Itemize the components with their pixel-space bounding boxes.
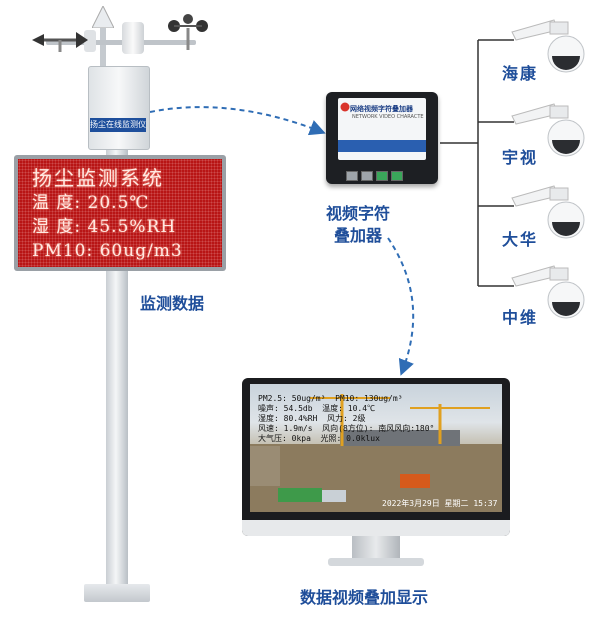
sensor-mast: [100, 20, 106, 75]
construction-site-scene: [250, 394, 502, 512]
arrow-station-to-device: [149, 106, 326, 136]
terminal-block: [376, 171, 388, 181]
device-model: NETWORK VIDEO CHARACTER ADDER: [352, 114, 424, 120]
led-line-humidity: 湿 度: 45.5%RH: [32, 217, 177, 237]
camera-label-jovision: 中维: [502, 308, 539, 327]
overlay-row: 湿度: 80.4%RH 风力: 2级: [258, 414, 366, 423]
led-display-board: 扬尘监测系统 温 度: 20.5℃ 湿 度: 45.5%RH PM10: 60u…: [14, 155, 226, 271]
terminal-block: [391, 171, 403, 181]
camera-dahua-icon: [511, 185, 585, 239]
overlay-row: 噪声: 54.5db 温度: 10.4℃: [258, 404, 376, 413]
camera-label-hikvision: 海康: [502, 64, 539, 83]
noise-sensor: [122, 22, 144, 54]
rain-sensor: [84, 30, 96, 52]
device-logo-icon: [340, 102, 350, 112]
monitor-enclosure: [88, 66, 150, 150]
camera-hikvision-icon: [511, 19, 585, 73]
overlay-row: 风速: 1.9m/s 风向(8方位): 南风风向:180°: [258, 424, 435, 433]
overlay-datetime: 2022年3月29日 星期二 15:37: [382, 499, 498, 508]
enclosure-label: 扬尘在线监测仪: [90, 118, 146, 132]
device-title: 网络视频字符叠加器: [350, 105, 413, 113]
sensor-crossbar: [46, 40, 196, 45]
camera-jovision-icon: [511, 265, 585, 319]
anemometer-icon: [168, 14, 208, 50]
overlay-row: 大气压: 0kpa 光照: 0.0klux: [258, 434, 380, 443]
station-caption: 监测数据: [140, 294, 205, 313]
network-port: [346, 171, 358, 181]
led-display-screen: 扬尘监测系统 温 度: 20.5℃ 湿 度: 45.5%RH PM10: 60u…: [18, 159, 222, 267]
lightning-rod-icon: [92, 6, 114, 28]
monitor-screen: PM2.5: 50ug/m³ PM10: 130ug/m³ 噪声: 54.5db…: [250, 384, 502, 512]
camera-label-dahua: 大华: [502, 230, 539, 249]
arrow-device-to-monitor: [387, 237, 415, 376]
station-pole-base: [84, 584, 150, 602]
device-caption-line2: 叠加器: [334, 226, 383, 245]
device-ports: [346, 166, 422, 181]
camera-bus-lines: [440, 39, 514, 287]
led-line-title: 扬尘监测系统: [32, 166, 164, 190]
overlay-text-block: PM2.5: 50ug/m³ PM10: 130ug/m³ 噪声: 54.5db…: [258, 394, 434, 444]
monitor-neck: [352, 536, 400, 560]
overlay-row: PM2.5: 50ug/m³ PM10: 130ug/m³: [258, 394, 403, 403]
led-line-pm10: PM10: 60ug/m3: [32, 241, 183, 261]
monitor-chin: [242, 520, 510, 536]
network-port: [361, 171, 373, 181]
wind-vane-icon: [32, 32, 88, 52]
device-caption-line1: 视频字符: [326, 204, 391, 223]
led-line-temperature: 温 度: 20.5℃: [32, 193, 150, 213]
camera-uniview-icon: [511, 103, 585, 157]
camera-label-uniview: 宇视: [502, 148, 539, 167]
monitor-foot: [328, 558, 424, 566]
device-color-band: [338, 140, 426, 152]
monitor-caption: 数据视频叠加显示: [300, 588, 429, 607]
